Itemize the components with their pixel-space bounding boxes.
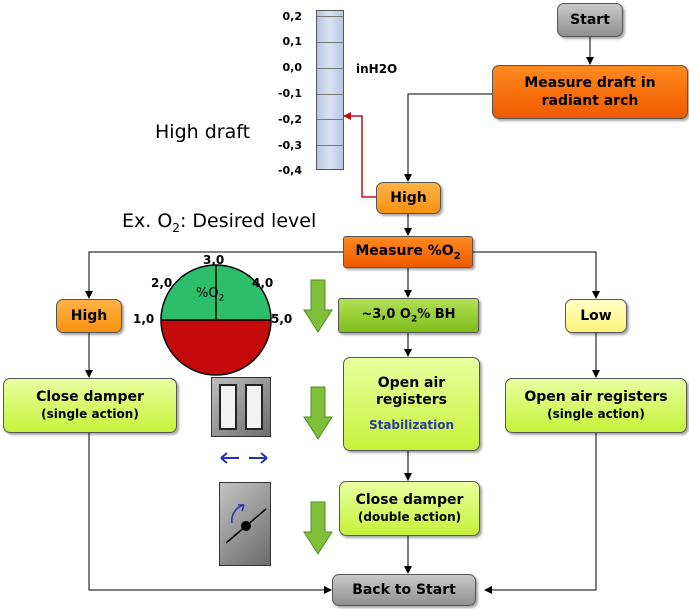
dial-tick: 2,0 (151, 276, 173, 290)
gauge-tick: -0,2 (277, 113, 302, 126)
dial-tick: 4,0 (252, 276, 274, 290)
gauge-tick: -0,3 (277, 139, 302, 152)
back-to-start-node: Back to Start (332, 574, 476, 606)
left-right-arrows-icon (220, 452, 268, 464)
gauge-scale (317, 10, 343, 170)
down-arrow-icon (303, 501, 333, 555)
gauge-tick: -0,1 (277, 87, 302, 100)
open-registers-single-node: Open air registers (single action) (505, 378, 687, 433)
down-arrow-icon (303, 279, 333, 333)
high-draft-node: High (376, 182, 441, 214)
gauge-tick: 0,1 (282, 35, 303, 48)
target-o2-node: ~3,0 O2% BH (338, 298, 479, 333)
start-node: Start (557, 3, 623, 37)
gauge-tick: 0,0 (282, 61, 303, 74)
edge-o2-low (473, 251, 600, 299)
edge-measure-high (404, 93, 492, 182)
close-damper-double-node: Close damper (double action) (339, 481, 480, 536)
edge-o2-high (85, 251, 343, 299)
gauge-tick: 0,2 (282, 10, 303, 23)
dial-tick: 5,0 (271, 312, 293, 326)
low-o2-node: Low (565, 299, 627, 333)
open-registers-node: Open air registers Stabilization (343, 357, 480, 451)
gauge-tick: -0,4 (277, 164, 302, 177)
draft-gauge (316, 10, 344, 170)
high-o2-node: High (56, 299, 122, 333)
measure-o2-node: Measure %O2 (343, 236, 473, 268)
edge-close-back (88, 433, 332, 594)
gauge-unit: inH2O (356, 62, 398, 76)
damper-icon (219, 482, 271, 566)
dial-label: %O2 (196, 286, 225, 304)
o2-dial (160, 264, 272, 376)
down-arrow-icon (303, 386, 333, 440)
edge-high-gauge (343, 112, 376, 198)
dial-tick: 3,0 (203, 253, 225, 267)
dial-tick: 1,0 (133, 312, 155, 326)
close-damper-single-node: Close damper (single action) (3, 378, 177, 433)
high-draft-label: High draft (155, 121, 251, 143)
edge-open-back (484, 433, 597, 594)
example-label: Ex. O2: Desired level (122, 210, 317, 235)
air-register-icon (211, 377, 271, 437)
measure-draft-node: Measure draft in radiant arch (492, 65, 688, 119)
